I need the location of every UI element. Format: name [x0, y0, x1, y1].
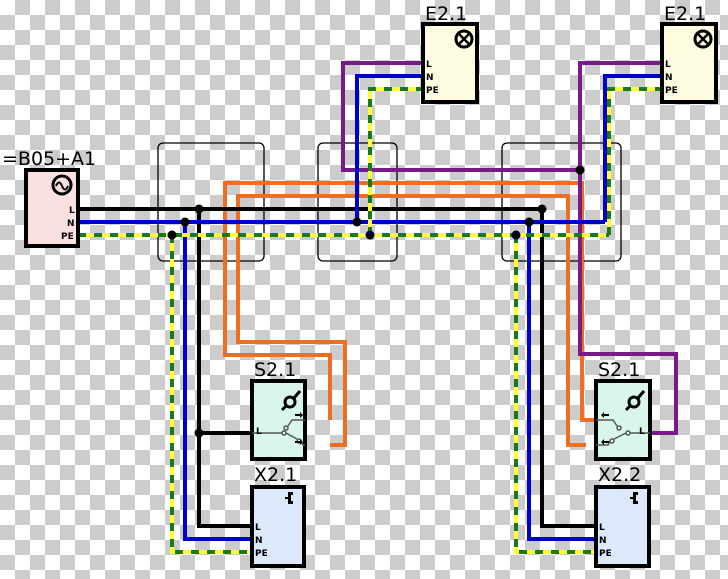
lamp-icon: [454, 29, 474, 49]
socket-left-terminal-n: N: [255, 536, 263, 546]
junction-box-right: [501, 142, 622, 262]
line-wires: [78, 207, 596, 528]
switched-live-wires: [341, 61, 678, 435]
socket-right-terminal-pe: PE: [599, 549, 612, 559]
socket-left-terminal-pe: PE: [255, 549, 268, 559]
junction-boxes: [157, 142, 622, 262]
ac-source-icon: [51, 174, 73, 196]
lamp-right-terminal-pe: PE: [665, 86, 678, 96]
switch-right-component: S2.1 L: [594, 359, 652, 461]
lamp-icon: [693, 29, 713, 49]
lamp-left-terminal-l: L: [426, 60, 432, 70]
socket-icon: [630, 492, 638, 504]
socket-left-component: X2.1 L N PE: [250, 464, 306, 568]
switch-icon: [624, 390, 646, 412]
neutral-wires: [78, 74, 662, 541]
lamp-left-terminal-pe: PE: [426, 86, 439, 96]
socket-left-terminal-l: L: [255, 523, 261, 533]
lamp-right-component: E2.1 L N PE: [660, 3, 718, 104]
socket-right-component: X2.2 L N PE: [594, 464, 651, 568]
switch-left-label: S2.1: [254, 359, 296, 381]
socket-left-label: X2.1: [254, 464, 297, 486]
lamp-left-terminal-n: N: [426, 73, 434, 83]
lamp-left-label: E2.1: [425, 3, 467, 25]
traveler-arrow-icons: [295, 412, 303, 445]
switch-left-terminal-l: L: [256, 427, 262, 437]
lamp-left-component: E2.1 L N PE: [421, 3, 479, 104]
switch-right-label: S2.1: [598, 359, 640, 381]
socket-right-terminal-n: N: [599, 536, 607, 546]
lamp-right-terminal-l: L: [665, 60, 671, 70]
lamp-right-label: E2.1: [664, 3, 706, 25]
junction-dots: [167, 165, 585, 438]
traveler-arrow-icons: [601, 412, 609, 445]
lamp-right-terminal-n: N: [665, 73, 673, 83]
socket-icon: [285, 492, 293, 504]
supply-terminal-l: L: [69, 206, 75, 216]
switch-contacts: [596, 419, 650, 446]
switch-contacts: [252, 419, 305, 446]
switch-right-terminal-l: L: [639, 427, 645, 437]
socket-right-label: X2.2: [598, 464, 641, 486]
supply-terminal-pe: PE: [61, 232, 74, 242]
switch-icon: [280, 390, 302, 412]
switch-left-component: S2.1 L: [250, 359, 307, 461]
supply-terminal-n: N: [67, 219, 75, 229]
traveler-wires: [223, 181, 595, 447]
junction-box-left: [157, 142, 265, 262]
supply-label: =B05+A1: [2, 148, 96, 170]
socket-right-terminal-l: L: [599, 523, 605, 533]
earth-wires: [78, 87, 662, 554]
supply-component: =B05+A1 L N PE: [2, 148, 96, 248]
